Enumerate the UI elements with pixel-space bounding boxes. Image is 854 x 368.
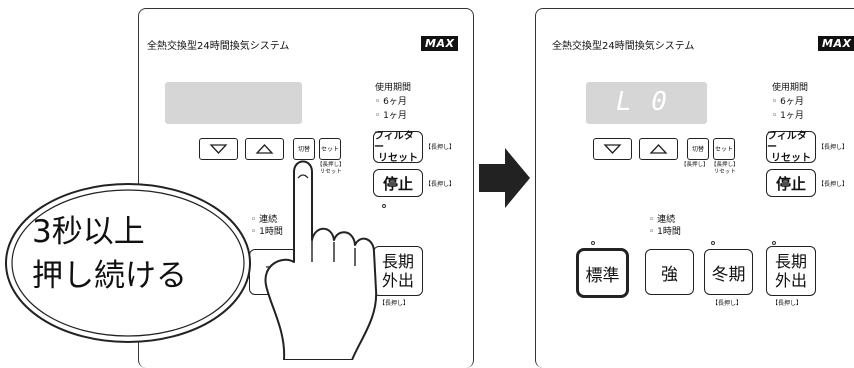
set-button[interactable]: セット: [713, 138, 735, 160]
long-away-label-2: 外出: [774, 271, 807, 290]
lcd-display: [165, 82, 302, 124]
display-readout: L 0: [616, 87, 669, 117]
filter-reset-button[interactable]: フィルター リセット: [766, 130, 816, 164]
vent-continuous: 連続: [259, 215, 278, 225]
usage-period-header: 使用期間: [772, 83, 809, 93]
pointing-hand-icon: [264, 160, 378, 360]
reset-note: リセット: [319, 169, 342, 175]
callout-line-2: 押し続ける: [32, 258, 187, 294]
indicator-dot-icon: ◦: [649, 215, 658, 225]
triangle-down-icon: [209, 144, 228, 154]
vent-mode-indicator: ◦ 連続 ◦ 1時間: [649, 214, 681, 238]
set-button[interactable]: セット: [319, 138, 341, 160]
indicator-dot-icon: ◦: [251, 215, 260, 225]
vent-1-hour: 1時間: [657, 227, 681, 237]
filter-reset-label-2: リセット: [378, 152, 418, 164]
mode-winter-button[interactable]: 冬期: [704, 249, 753, 295]
switch-button-note: 【長押し】: [681, 162, 709, 168]
filter-reset-label-1: フィルター: [767, 130, 807, 153]
callout-line-1: 3秒以上: [32, 214, 145, 250]
system-title: 全熱交換型24時間換気システム: [147, 41, 290, 52]
lcd-display: L 0: [586, 82, 707, 124]
up-button[interactable]: [639, 138, 678, 160]
long-away-note: 【長押し】: [379, 300, 410, 307]
period-1-month: 1ヶ月: [780, 111, 804, 121]
filter-reset-button[interactable]: フィルター リセット: [373, 130, 423, 164]
vent-continuous: 連続: [657, 215, 676, 225]
usage-period-header: 使用期間: [375, 83, 412, 93]
down-button[interactable]: [593, 138, 632, 160]
speech-bubble-icon: [5, 183, 251, 343]
winter-note: 【長押し】: [712, 300, 743, 307]
switch-button[interactable]: 切替: [293, 138, 315, 160]
stop-button[interactable]: 停止: [373, 169, 423, 197]
long-away-label-2: 外出: [381, 271, 414, 290]
reset-note: リセット: [713, 169, 736, 175]
mode-standard-button[interactable]: 標準: [576, 248, 629, 298]
system-title: 全熱交換型24時間換気システム: [552, 41, 695, 52]
period-6-months: 6ヶ月: [780, 97, 804, 107]
indicator-dot-icon: ◦: [772, 97, 781, 107]
indicator-dot-icon: ◦: [772, 111, 781, 121]
switch-button[interactable]: 切替: [687, 138, 709, 160]
triangle-up-icon: [649, 144, 668, 154]
indicator-dot-icon: [591, 241, 595, 245]
long-away-label-1: 長期: [774, 252, 807, 271]
triangle-up-icon: [255, 144, 274, 154]
filter-reset-note: 【長押し】: [818, 144, 849, 151]
stop-note: 【長押し】: [818, 181, 849, 188]
vent-mode-indicator: ◦ 連続 ◦ 1時間: [251, 214, 283, 238]
long-press-note: 【長押し】: [711, 162, 739, 168]
triangle-down-icon: [603, 144, 622, 154]
long-away-note: 【長押し】: [772, 300, 803, 307]
period-1-month: 1ヶ月: [383, 111, 407, 121]
period-6-months: 6ヶ月: [383, 97, 407, 107]
vent-1-hour: 1時間: [259, 227, 283, 237]
indicator-dot-icon: ◦: [375, 111, 384, 121]
indicator-dot-icon: ◦: [649, 227, 658, 237]
long-press-note: 【長押し】: [317, 162, 345, 168]
up-button[interactable]: [245, 138, 284, 160]
brand-logo: MAX: [421, 36, 459, 51]
usage-period-indicator: 使用期間 ◦ 6ヶ月 ◦ 1ヶ月: [772, 81, 808, 123]
stop-button[interactable]: 停止: [766, 169, 816, 197]
indicator-dot-icon: ◦: [251, 227, 260, 237]
long-away-label-1: 長期: [381, 252, 414, 271]
filter-reset-label-2: リセット: [771, 152, 811, 164]
indicator-dot-icon: ◦: [375, 97, 384, 107]
mode-strong-button[interactable]: 強: [645, 249, 694, 295]
set-button-note: 【長押し】 リセット: [711, 162, 739, 176]
stop-note: 【長押し】: [425, 181, 456, 188]
long-away-button[interactable]: 長期 外出: [766, 246, 816, 296]
indicator-dot-icon: [382, 204, 386, 208]
long-away-button[interactable]: 長期 外出: [373, 246, 423, 296]
callout-graphics: [5, 148, 530, 360]
indicator-dot-icon: [772, 241, 776, 245]
right-arrow-icon: [479, 148, 530, 208]
set-button-note: 【長押し】 リセット: [317, 162, 345, 176]
filter-reset-note: 【長押し】: [425, 144, 456, 151]
brand-logo: MAX: [818, 36, 854, 51]
indicator-dot-icon: [711, 241, 715, 245]
usage-period-indicator: 使用期間 ◦ 6ヶ月 ◦ 1ヶ月: [375, 81, 411, 123]
controller-panel-after: 全熱交換型24時間換気システム MAX L 0 使用期間 ◦ 6ヶ月 ◦ 1ヶ月…: [535, 8, 854, 368]
down-button[interactable]: [199, 138, 238, 160]
filter-reset-label-1: フィルター: [374, 130, 414, 153]
